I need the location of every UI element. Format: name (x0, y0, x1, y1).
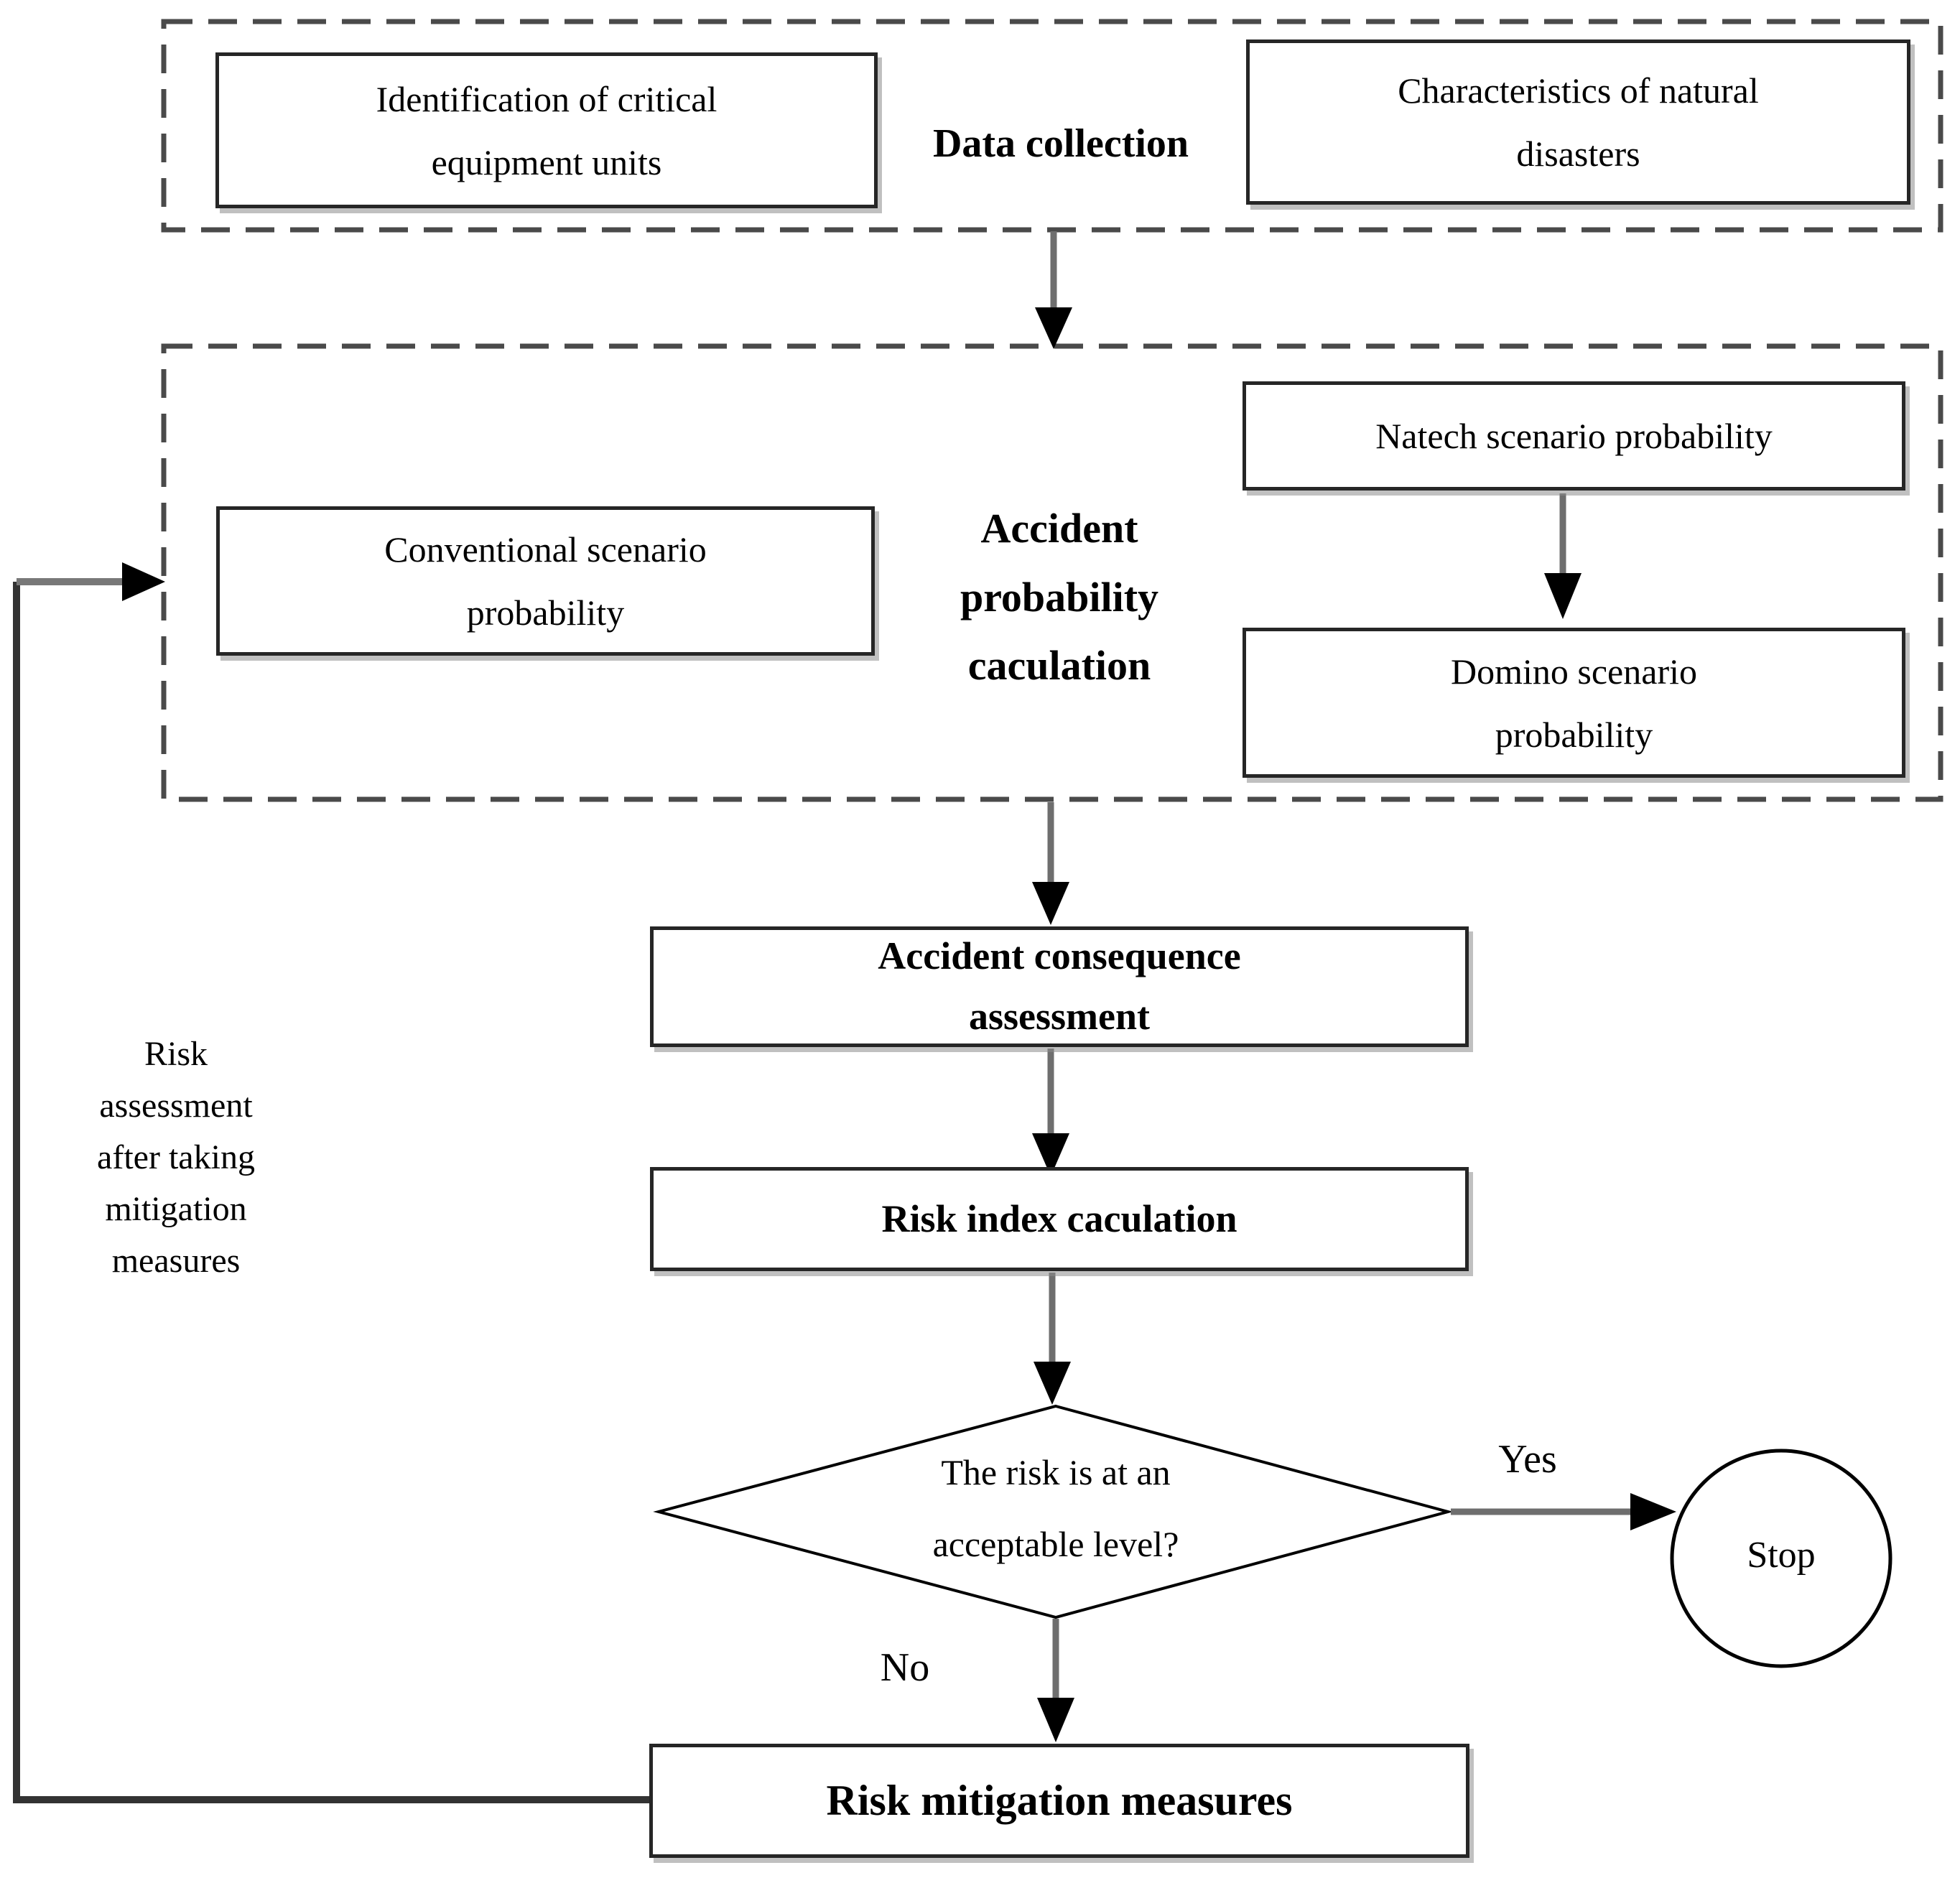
arrow-riskindex-to-decision (1034, 1273, 1071, 1405)
stop-label: Stop (1747, 1535, 1816, 1576)
accident-consequence-box: Accident consequence assessment (650, 926, 1469, 1047)
feedback-arrowhead (122, 562, 165, 601)
domino-scenario-box: Domino scenario probability (1243, 628, 1905, 778)
identification-box: Identification of critical equipment uni… (215, 52, 878, 208)
stop-ellipse (1670, 1449, 1892, 1668)
conventional-scenario-label: Conventional scenario probability (384, 529, 707, 633)
data-collection-container-border (161, 19, 1943, 233)
arrow-natech-to-domino (1544, 493, 1582, 619)
feedback-annotation-label: Risk assessment after taking mitigation … (97, 1035, 255, 1280)
risk-mitigation-label: Risk mitigation measures (826, 1776, 1293, 1824)
probability-container-border (161, 343, 1943, 802)
arrow-data-to-probability (1035, 231, 1072, 349)
risk-index-box: Risk index caculation (650, 1167, 1469, 1271)
arrow-decision-to-stop (1451, 1493, 1676, 1530)
decision-question-label: The risk is at an acceptable level? (932, 1452, 1179, 1564)
natech-scenario-box: Natech scenario probability (1243, 381, 1905, 491)
data-collection-label: Data collection (932, 121, 1189, 166)
characteristics-label: Characteristics of natural disasters (1398, 70, 1759, 174)
arrow-decision-to-mitigation (1037, 1619, 1074, 1742)
arrow-probability-to-consequence (1032, 802, 1069, 925)
risk-mitigation-box: Risk mitigation measures (649, 1744, 1469, 1858)
accident-probability-label: Accident probability caculation (960, 505, 1159, 689)
natech-scenario-label: Natech scenario probability (1375, 416, 1773, 456)
feedback-loop-line (13, 562, 649, 1803)
no-label: No (880, 1645, 930, 1690)
accident-consequence-label: Accident consequence assessment (878, 934, 1241, 1038)
yes-label: Yes (1498, 1437, 1557, 1482)
characteristics-box: Characteristics of natural disasters (1246, 39, 1910, 205)
identification-label: Identification of critical equipment uni… (376, 78, 717, 182)
domino-scenario-label: Domino scenario probability (1451, 651, 1697, 755)
decision-diamond (653, 1404, 1454, 1619)
arrow-consequence-to-riskindex (1032, 1049, 1069, 1176)
risk-index-label: Risk index caculation (881, 1196, 1237, 1240)
conventional-scenario-box: Conventional scenario probability (216, 506, 875, 656)
